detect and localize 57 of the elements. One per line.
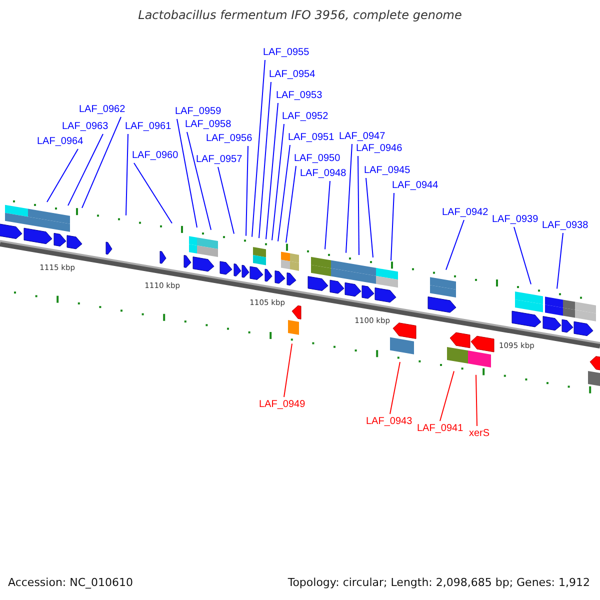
gene-label: LAF_0955	[263, 47, 310, 58]
leader-line	[390, 192, 394, 261]
leader-line	[176, 118, 198, 228]
leader-line	[186, 132, 212, 230]
gene-label: LAF_0942	[442, 207, 488, 218]
gene-label: LAF_0950	[294, 153, 340, 164]
leader-line	[476, 374, 478, 426]
leader-line	[68, 134, 104, 206]
gene-label: LAF_0959	[175, 106, 222, 117]
gene-label: LAF_0957	[196, 154, 242, 165]
leader-line	[286, 166, 296, 244]
gene-label: LAF_0958	[185, 119, 232, 130]
leader-line	[134, 162, 172, 224]
leader-line	[284, 343, 292, 398]
leader-line	[246, 146, 248, 236]
leader-line	[278, 144, 290, 242]
leader-line	[390, 362, 400, 414]
gene-label: LAF_0951	[288, 132, 334, 143]
gene-label: LAF_0963	[62, 121, 108, 132]
gene-label: LAF_0939	[492, 214, 538, 225]
gene-label: LAF_0954	[269, 69, 316, 80]
leader-line	[258, 82, 272, 239]
gene-label: LAF_0949	[259, 399, 306, 410]
gene-label: LAF_0961	[125, 121, 172, 132]
leader-line	[446, 220, 464, 270]
leader-line	[324, 180, 330, 250]
gene-label: LAF_0946	[356, 143, 402, 154]
leader-line	[126, 134, 128, 216]
leader-line	[272, 124, 284, 241]
gene-label: LAF_0945	[364, 165, 410, 176]
leader-line	[514, 226, 532, 285]
leader-line	[218, 166, 234, 234]
genome-summary-label: Topology: circular; Length: 2,098,685 bp; Genes: 1,912	[288, 576, 590, 589]
title: Lactobacillus fermentum IFO 3956, complete genome	[137, 10, 463, 21]
accession-label: Accession: NC_010610	[8, 576, 134, 589]
leader-line	[366, 178, 374, 258]
leader-line	[440, 370, 454, 422]
leader-line	[46, 148, 78, 202]
gene-label: LAF_0953	[276, 90, 322, 101]
leader-line	[82, 116, 122, 208]
leader-line	[556, 232, 564, 290]
gene-label: LAF_0948	[300, 168, 346, 179]
leader-line	[346, 144, 352, 254]
leader-line	[358, 156, 360, 256]
leader-line	[252, 60, 266, 238]
gene-label: LAF_0960	[132, 150, 178, 161]
gene-label: LAF_0943	[366, 416, 412, 427]
gene-label: LAF_0956	[206, 133, 252, 144]
gene-label: LAF_0947	[339, 131, 386, 142]
gene-label: LAF_0941	[417, 423, 464, 434]
gene-label: LAF_0938	[542, 220, 588, 231]
gene-label: LAF_0944	[392, 180, 438, 191]
gene-label: LAF_0964	[37, 136, 84, 147]
gene-label: LAF_0952	[282, 111, 328, 122]
gene-label: xerS	[469, 428, 490, 439]
gene-label: LAF_0962	[79, 104, 126, 115]
leader-line	[266, 102, 278, 240]
